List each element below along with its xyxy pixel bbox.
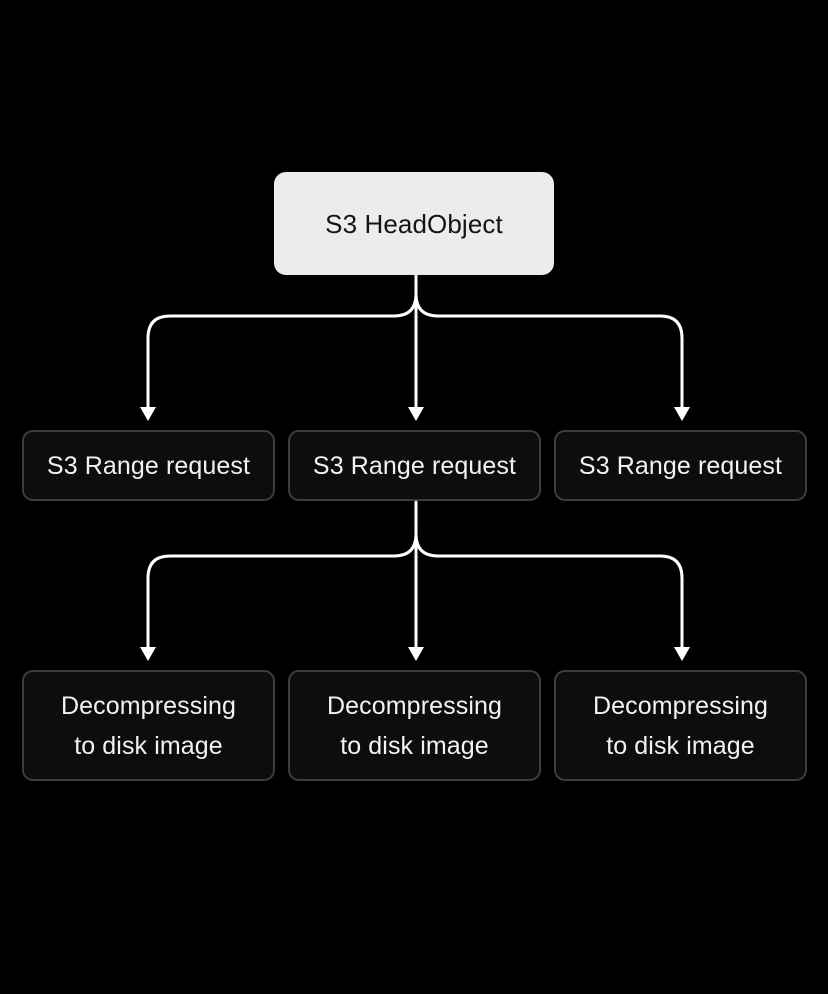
arrowhead-range-2 <box>408 407 424 421</box>
range-request-node-2: S3 Range request <box>288 430 541 501</box>
connector-range-to-decompress-3 <box>414 500 684 650</box>
decompress-label-line1: Decompressing <box>327 691 502 720</box>
decompress-label-line2: to disk image <box>606 731 755 760</box>
decompress-label-line2: to disk image <box>74 731 223 760</box>
arrowhead-decompress-3 <box>674 647 690 661</box>
arrowhead-decompress-2 <box>408 647 424 661</box>
arrowhead-range-1 <box>140 407 156 421</box>
decompress-label-line2: to disk image <box>340 731 489 760</box>
range-request-node-3: S3 Range request <box>554 430 807 501</box>
range-request-label: S3 Range request <box>312 451 517 480</box>
arrowhead-range-3 <box>674 407 690 421</box>
decompress-label-line1: Decompressing <box>593 691 768 720</box>
range-request-label: S3 Range request <box>578 451 783 480</box>
root-node-label: S3 HeadObject <box>325 208 503 239</box>
connector-root-to-range-1 <box>146 274 418 410</box>
arrowhead-decompress-1 <box>140 647 156 661</box>
decompress-label-line1: Decompressing <box>61 691 236 720</box>
decompress-node-3: Decompressing to disk image <box>554 670 807 781</box>
range-request-label: S3 Range request <box>46 451 251 480</box>
range-request-node-1: S3 Range request <box>22 430 275 501</box>
connector-root-to-range-3 <box>414 274 684 410</box>
connector-range-to-decompress-1 <box>146 500 418 650</box>
decompress-node-1: Decompressing to disk image <box>22 670 275 781</box>
root-node-s3-headobject: S3 HeadObject <box>274 172 554 275</box>
decompress-node-2: Decompressing to disk image <box>288 670 541 781</box>
